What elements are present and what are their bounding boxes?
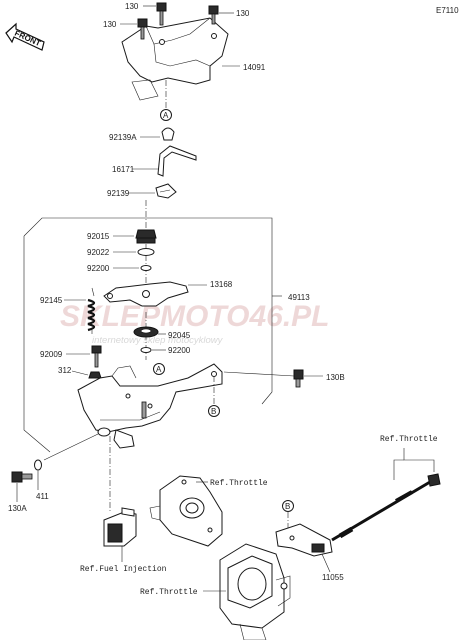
ref-throttle-top: Ref.Throttle (380, 435, 438, 444)
throttle-body-bottom (219, 543, 291, 640)
label-312: 312 (58, 366, 72, 375)
washer-411-icon (34, 459, 42, 471)
screw-92009-icon (91, 345, 102, 368)
label-11055: 11055 (322, 573, 344, 582)
ref-throttle-mid: Ref.Throttle (210, 479, 268, 488)
callout-b-mid: B (211, 407, 216, 416)
callout-a-top: A (163, 111, 169, 120)
label-130A: 130A (8, 504, 27, 513)
lever-13168 (103, 281, 189, 307)
label-14091: 14091 (243, 63, 266, 72)
front-label: FRONT (13, 29, 42, 48)
callout-b-lower: B (285, 502, 290, 511)
callout-b-lower-circle (282, 500, 294, 512)
label-92139: 92139 (107, 189, 130, 198)
label-92045: 92045 (168, 331, 191, 340)
label-92200-lower: 92200 (168, 346, 191, 355)
rod-16171 (157, 145, 197, 177)
nut-92015-icon (135, 229, 157, 244)
label-92145: 92145 (40, 296, 63, 305)
bracket-bolt-icon (141, 401, 147, 419)
label-130-top: 130 (125, 2, 139, 11)
callout-a-mid-circle (153, 363, 165, 375)
watermark-sub: internetowy sklep motocyklowy (92, 335, 224, 346)
front-arrow-icon: FRONT (5, 22, 45, 51)
clip-92139-icon (155, 183, 177, 199)
label-130B: 130B (326, 373, 345, 382)
washer-92200-lower-icon (140, 347, 152, 353)
clip-92139A-icon (161, 127, 175, 141)
label-92200-upper: 92200 (87, 264, 110, 273)
label-130-left: 130 (103, 20, 117, 29)
nut-312-icon (88, 371, 102, 379)
bracket-11055 (275, 523, 333, 557)
label-92015: 92015 (87, 232, 110, 241)
cover-14091 (121, 17, 229, 101)
label-92022: 92022 (87, 248, 110, 257)
throttle-body-mid (149, 475, 223, 547)
washer-92022-icon (137, 248, 155, 256)
bolt-130B-icon (293, 369, 304, 388)
sensor-fuel-injection (103, 507, 137, 547)
bolt-130-left-icon (137, 18, 148, 40)
diagram-code: E7110 (436, 6, 459, 15)
ref-fuel-injection: Ref.Fuel Injection (80, 565, 167, 574)
label-13168: 13168 (210, 280, 233, 289)
throttle-cable (331, 473, 441, 542)
bearing-92045-icon (133, 326, 159, 338)
spring-92145-icon (87, 287, 96, 334)
bracket-main (77, 363, 223, 449)
bolt-130-top-icon (156, 2, 167, 26)
ref-throttle-bottom: Ref.Throttle (140, 588, 198, 597)
bolt-130A-icon (11, 471, 33, 483)
callout-a-top-circle (160, 109, 172, 121)
callout-a-mid: A (156, 365, 162, 374)
washer-92200-upper-icon (140, 265, 152, 271)
label-49113: 49113 (288, 293, 310, 302)
label-411: 411 (36, 492, 49, 501)
label-92139A: 92139A (109, 133, 137, 142)
watermark-main: SKLEPMOTO46.PL (60, 300, 330, 333)
callout-b-mid-circle (208, 405, 220, 417)
bolt-130-right-icon (208, 5, 219, 25)
label-16171: 16171 (112, 165, 135, 174)
label-92009: 92009 (40, 350, 63, 359)
label-130-right: 130 (236, 9, 250, 18)
